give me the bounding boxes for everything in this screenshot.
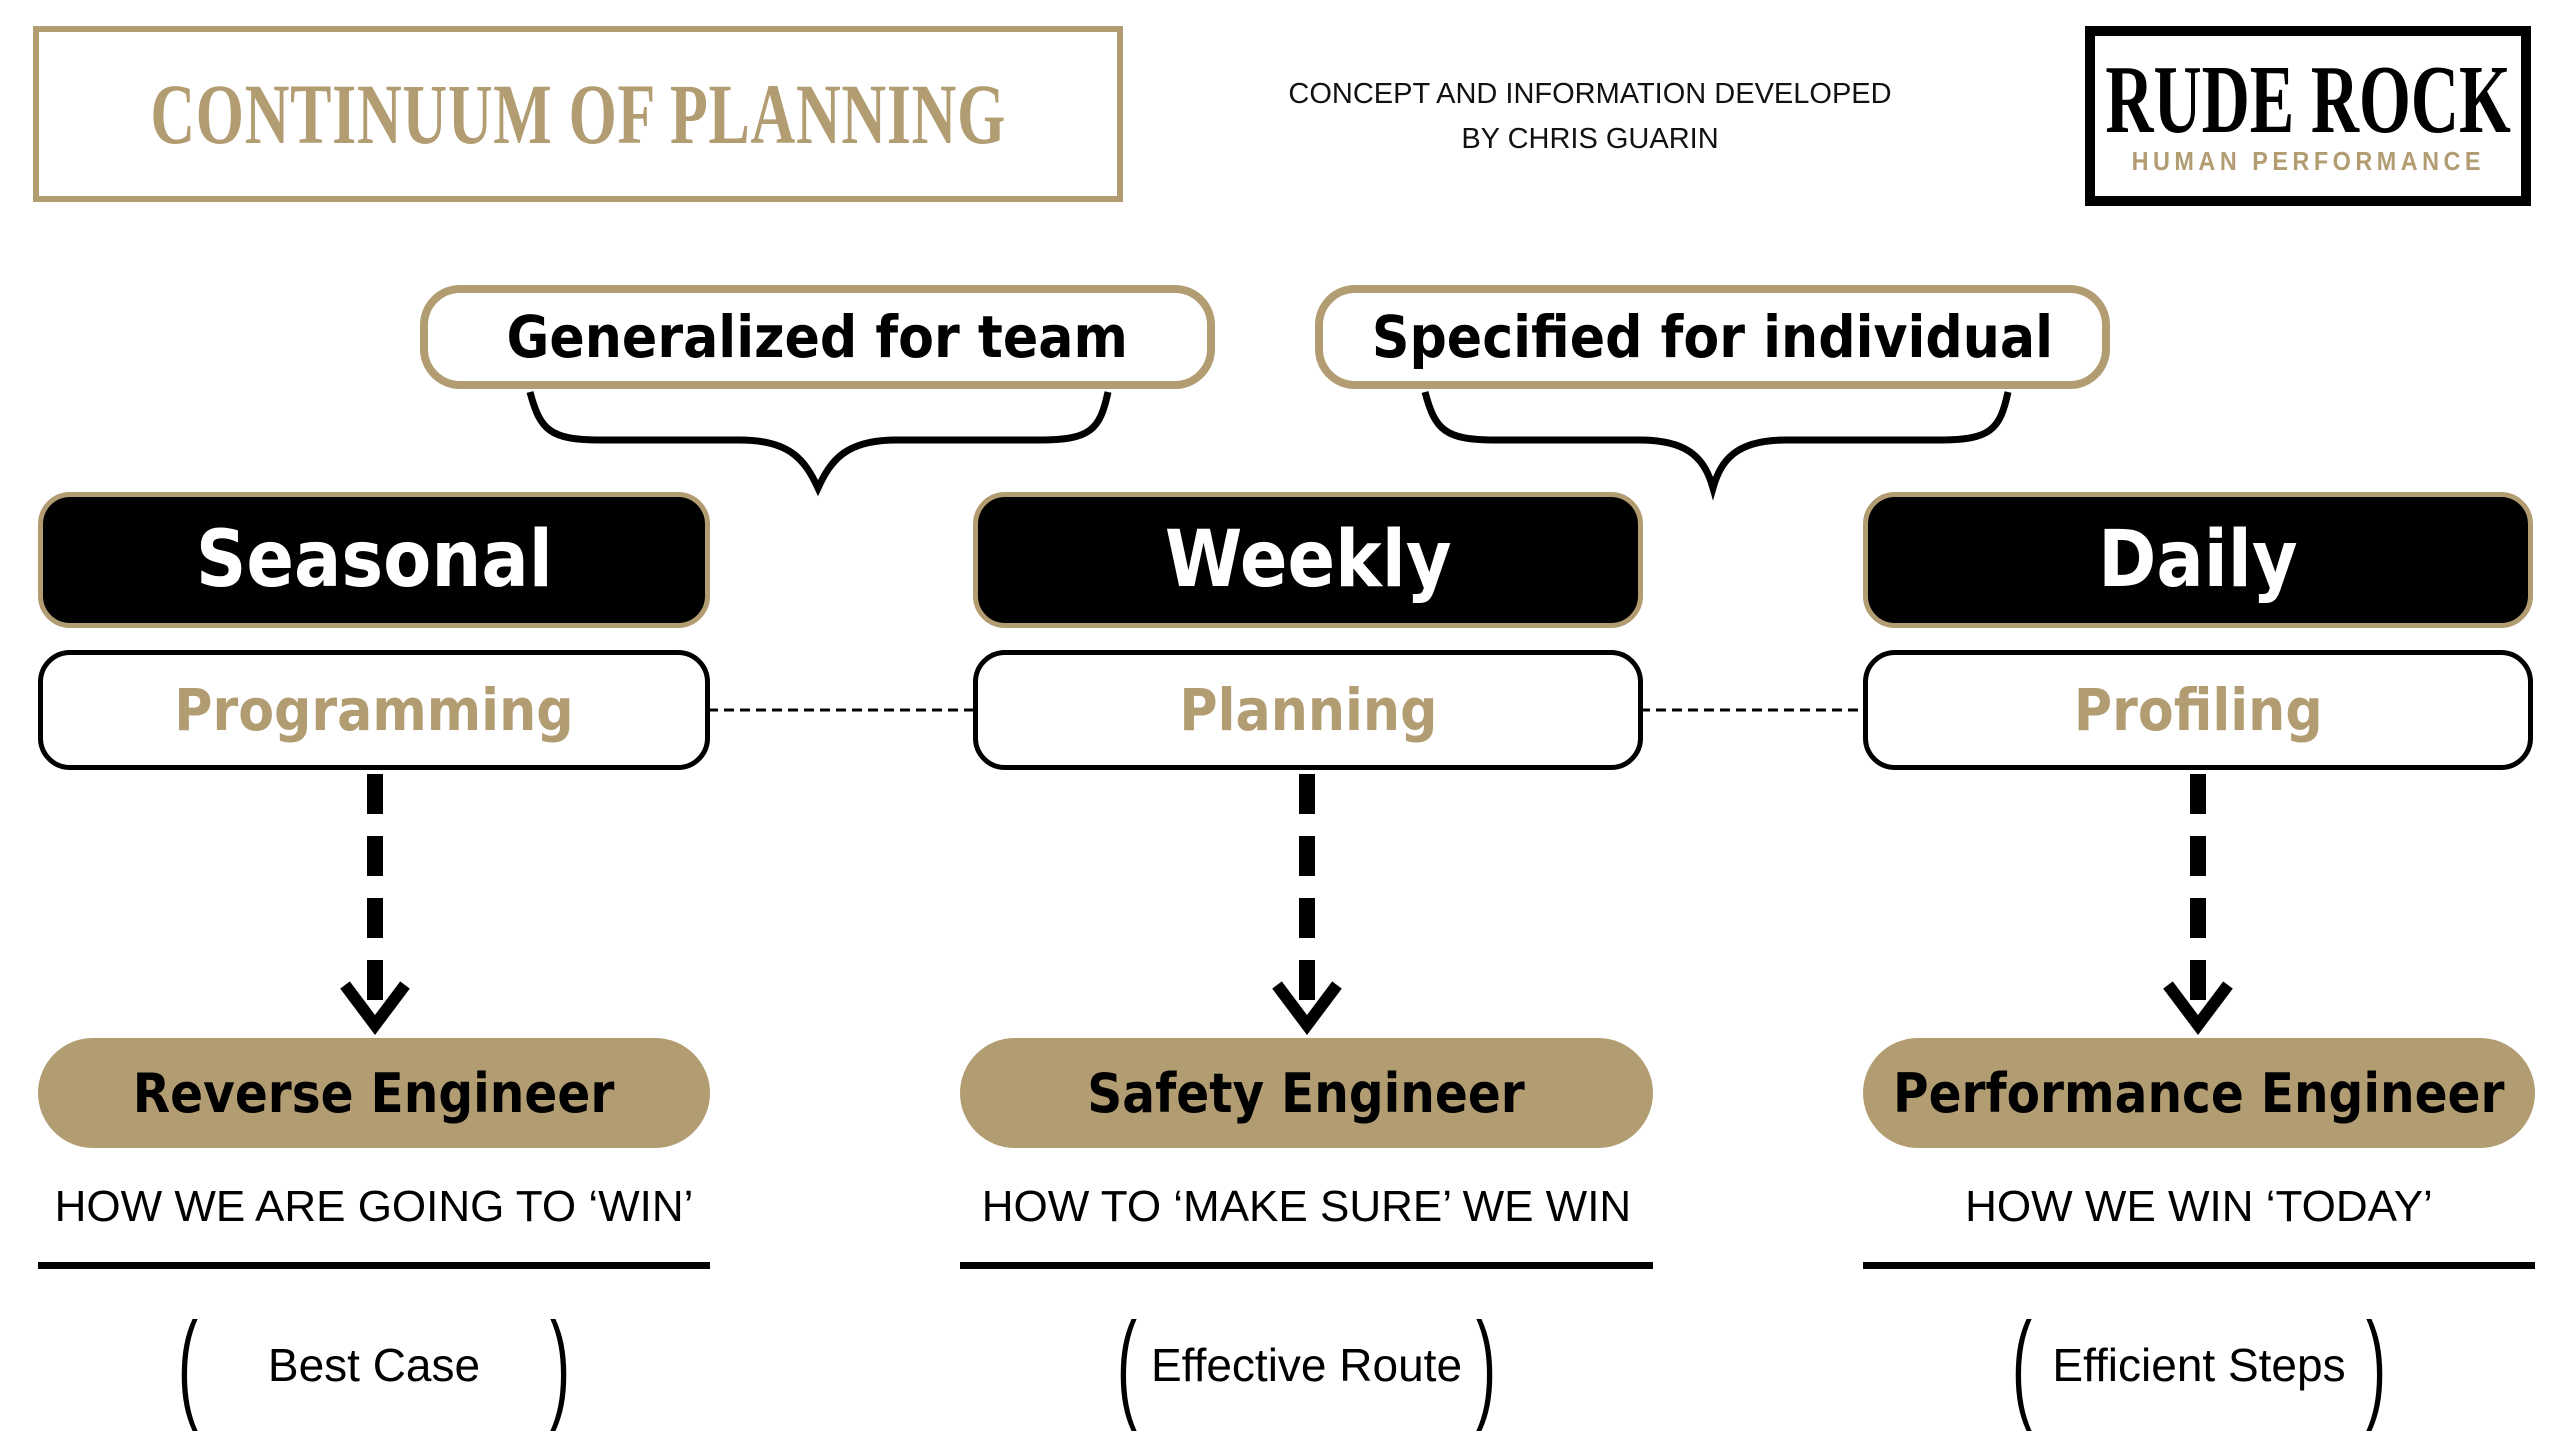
note-label: Best Case — [267, 1339, 481, 1391]
note-label: Efficient Steps — [2052, 1339, 2346, 1391]
subheading-label: Planning — [1178, 676, 1438, 744]
paren-left: ( — [1116, 1298, 1137, 1432]
bubble-team: Generalized for team — [420, 285, 1215, 389]
heading-label: Weekly — [1164, 515, 1452, 605]
heading-label: Seasonal — [195, 515, 553, 605]
role-safety-engineer: Safety Engineer — [960, 1038, 1653, 1148]
arrow-down-icon — [1272, 774, 1342, 1035]
brace-team — [526, 391, 1112, 497]
logo-sub-text: HUMAN PERFORMANCE — [2131, 145, 2485, 176]
subheading-programming: Programming — [38, 650, 710, 770]
logo-main-text: RUDE ROCK — [2105, 45, 2511, 154]
arrow-down-icon — [2163, 774, 2233, 1035]
divider-2 — [960, 1262, 1653, 1269]
bubble-team-label: Generalized for team — [506, 303, 1129, 371]
note-label: Effective Route — [1150, 1339, 1463, 1391]
paren-right: ) — [1476, 1298, 1497, 1432]
description-2: HOW TO ‘MAKE SURE’ WE WIN — [981, 1182, 1632, 1231]
paren-left: ( — [2012, 1298, 2033, 1432]
subheading-label: Profiling — [2073, 676, 2323, 744]
role-reverse-engineer: Reverse Engineer — [38, 1038, 710, 1148]
note-3: ( Efficient Steps ) — [1863, 1300, 2535, 1430]
description-1: HOW WE ARE GOING TO ‘WIN’ — [54, 1182, 694, 1231]
role-label: Reverse Engineer — [133, 1061, 615, 1125]
credit-text: CONCEPT AND INFORMATION DEVELOPED BY CHR… — [1240, 72, 1940, 162]
subheading-label: Programming — [174, 676, 574, 744]
brace-individual — [1421, 391, 2012, 501]
subheading-profiling: Profiling — [1863, 650, 2533, 770]
heading-weekly: Weekly — [973, 492, 1643, 628]
paren-right: ) — [2365, 1298, 2386, 1432]
paren-right: ) — [550, 1298, 571, 1432]
heading-label: Daily — [2098, 515, 2298, 605]
role-performance-engineer: Performance Engineer — [1863, 1038, 2535, 1148]
role-label: Performance Engineer — [1893, 1061, 2505, 1125]
logo: RUDE ROCK HUMAN PERFORMANCE — [2085, 26, 2531, 206]
bubble-individual-label: Specified for individual — [1371, 303, 2054, 371]
paren-left: ( — [177, 1298, 198, 1432]
divider-1 — [38, 1262, 710, 1269]
role-label: Safety Engineer — [1087, 1061, 1526, 1125]
heading-seasonal: Seasonal — [38, 492, 710, 628]
bubble-individual: Specified for individual — [1315, 285, 2110, 389]
divider-3 — [1863, 1262, 2535, 1269]
arrow-down-icon — [340, 774, 410, 1035]
page-title: CONTINUUM OF PLANNING — [150, 66, 1006, 162]
description-3: HOW WE WIN ‘TODAY’ — [1965, 1182, 2433, 1231]
heading-daily: Daily — [1863, 492, 2533, 628]
title-box: CONTINUUM OF PLANNING — [33, 26, 1123, 202]
credit-line-2: BY CHRIS GUARIN — [1461, 123, 1719, 155]
credit-line-1: CONCEPT AND INFORMATION DEVELOPED — [1288, 78, 1892, 110]
subheading-planning: Planning — [973, 650, 1643, 770]
note-1: ( Best Case ) — [38, 1300, 710, 1430]
note-2: ( Effective Route ) — [960, 1300, 1653, 1430]
